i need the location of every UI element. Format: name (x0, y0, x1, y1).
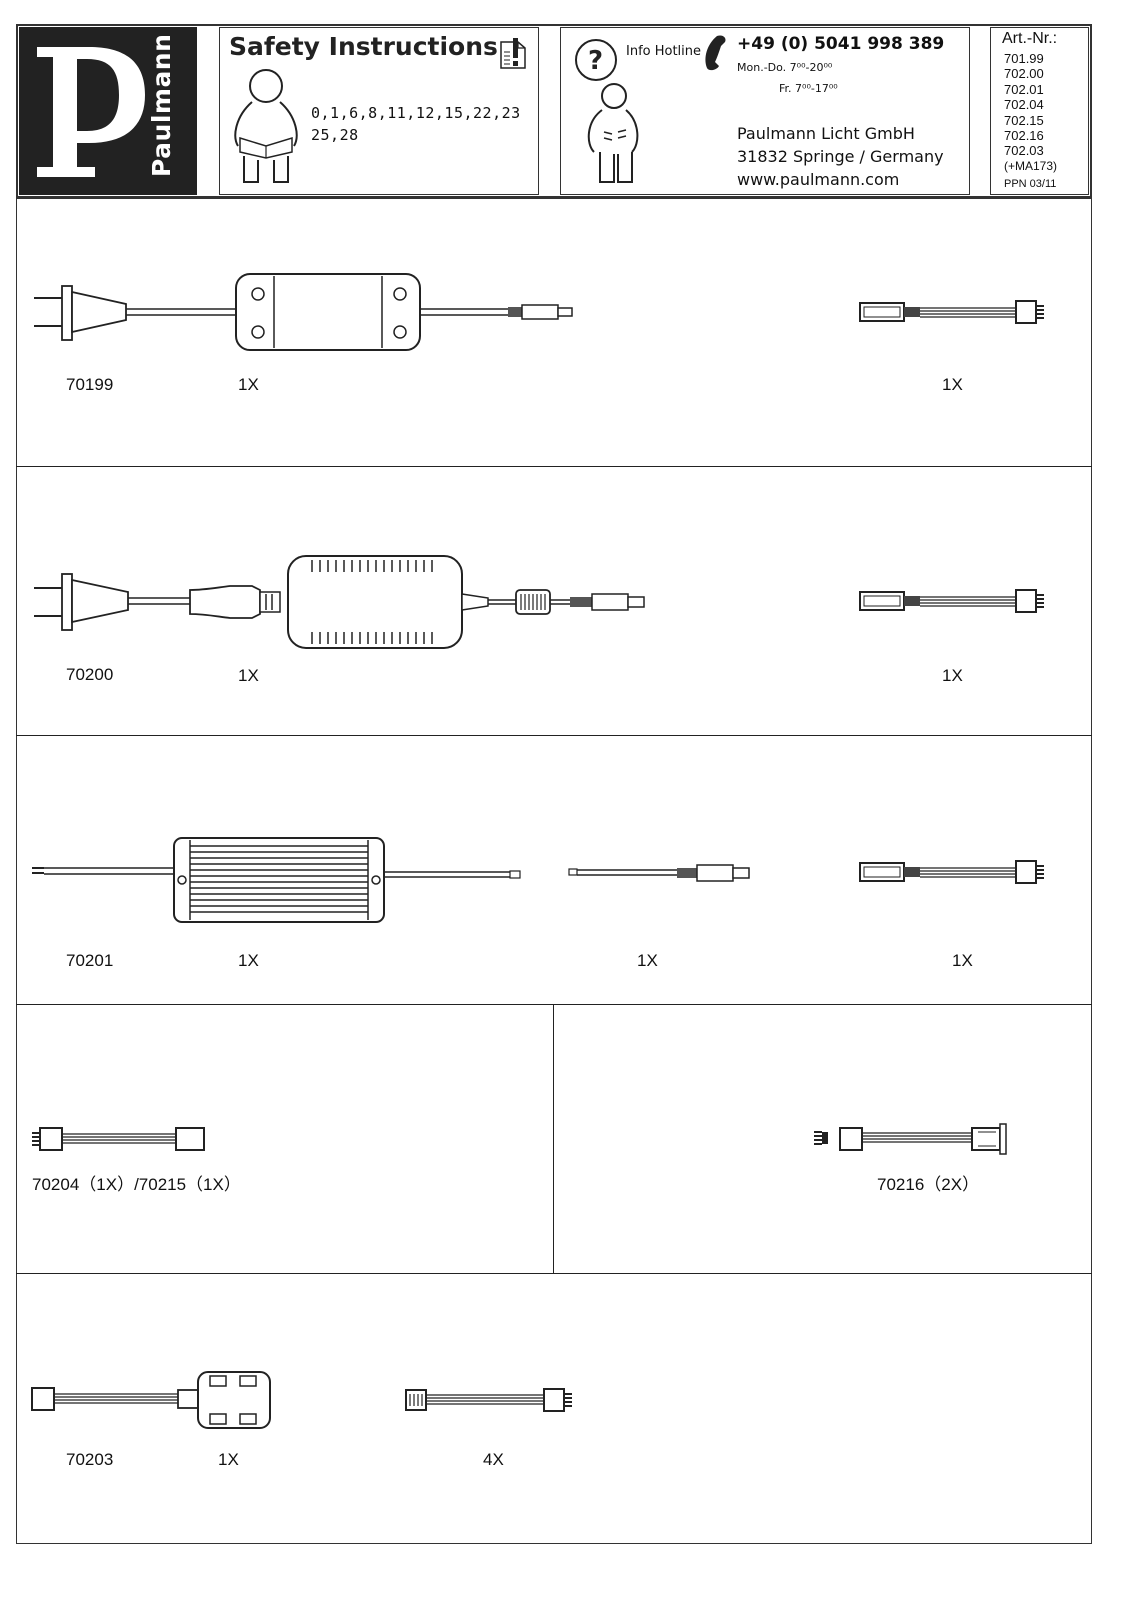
item-number: 70200 (66, 665, 114, 684)
dc-cable-illustration (568, 864, 750, 882)
art-nr-item: 702.03 (1004, 143, 1044, 159)
art-nr-item: 702.01 (1004, 81, 1044, 97)
ppn-code: PPN 03/11 (1004, 178, 1057, 190)
item-label: 70216（2X） (877, 1175, 980, 1194)
art-nr-item: 701.99 (1004, 51, 1044, 66)
parts-frame (16, 198, 1092, 1544)
item-number: 70203 (66, 1450, 114, 1469)
power-supply-70200-illustration (34, 555, 645, 649)
hotline-box (560, 27, 970, 195)
section-divider (16, 1273, 1092, 1274)
quantity-label: 1X (238, 951, 259, 970)
logo-p-glyph (37, 47, 145, 177)
hours-fr: Fr. 7⁰⁰-17⁰⁰ (779, 82, 838, 95)
section-divider-vertical (553, 1004, 554, 1273)
phone-number: +49 (0) 5041 998 389 (737, 34, 945, 54)
quantity-label: 1X (637, 951, 658, 970)
item-number: 70201 (66, 951, 114, 970)
question-person-icon: ? (575, 39, 639, 183)
extension-cable-illustration (32, 1127, 205, 1151)
hours-mon-do: Mon.-Do. 7⁰⁰-20⁰⁰ (737, 61, 833, 74)
safety-title: Safety Instructions (229, 32, 498, 61)
led-connector-cable-illustration (859, 860, 1044, 884)
telephone-icon (705, 35, 726, 71)
clip-connector-cable-illustration (814, 1123, 1007, 1155)
quantity-label: 4X (483, 1450, 504, 1469)
art-nr-item: 702.04 (1004, 97, 1044, 113)
section-divider (16, 466, 1092, 467)
reading-person-icon (234, 69, 298, 183)
header-frame (16, 24, 1092, 198)
quantity-label: 1X (238, 375, 259, 394)
item-label: 70204（1X）/70215（1X） (32, 1175, 241, 1194)
safety-codes-line1: 0,1,6,8,11,12,15,22,23 (311, 104, 521, 122)
info-hotline-label: Info Hotline (626, 44, 702, 59)
art-nr-item: 702.15 (1004, 112, 1044, 128)
item-number: 70199 (66, 375, 114, 394)
paulmann-logo-icon: Paulmann (19, 27, 197, 195)
power-supply-70199-illustration (34, 273, 573, 351)
safety-box (219, 27, 539, 195)
art-nr-item: 702.00 (1004, 66, 1044, 82)
section-divider (16, 1004, 1092, 1005)
art-nr-list: 701.99 702.00 702.01 702.04 702.15 702.1… (1004, 51, 1084, 174)
power-supply-70201-illustration (32, 837, 521, 923)
section-divider (16, 735, 1092, 736)
art-nr-item: 702.16 (1004, 128, 1044, 144)
quantity-label: 1X (942, 375, 963, 394)
quantity-label: 1X (238, 666, 259, 685)
warning-document-icon (500, 38, 526, 69)
company-name: Paulmann Licht GmbH (737, 124, 915, 143)
quantity-label: 1X (218, 1450, 239, 1469)
art-nr-label: Art.-Nr.: (1002, 30, 1058, 47)
company-website: www.paulmann.com (737, 170, 900, 189)
quantity-label: 1X (942, 666, 963, 685)
company-address: 31832 Springe / Germany (737, 147, 944, 166)
filter-cable-70203-illustration (31, 1371, 271, 1429)
led-connector-cable-illustration (859, 300, 1044, 324)
art-nr-box (990, 27, 1089, 195)
connector-cable-4x-illustration (405, 1388, 572, 1412)
art-nr-item: (+MA173) (1004, 158, 1058, 173)
quantity-label: 1X (952, 951, 973, 970)
brand-name: Paulmann (147, 33, 176, 177)
safety-codes-line2: 25,28 (311, 126, 359, 144)
svg-text:?: ? (588, 46, 603, 76)
led-connector-cable-illustration (859, 589, 1044, 613)
